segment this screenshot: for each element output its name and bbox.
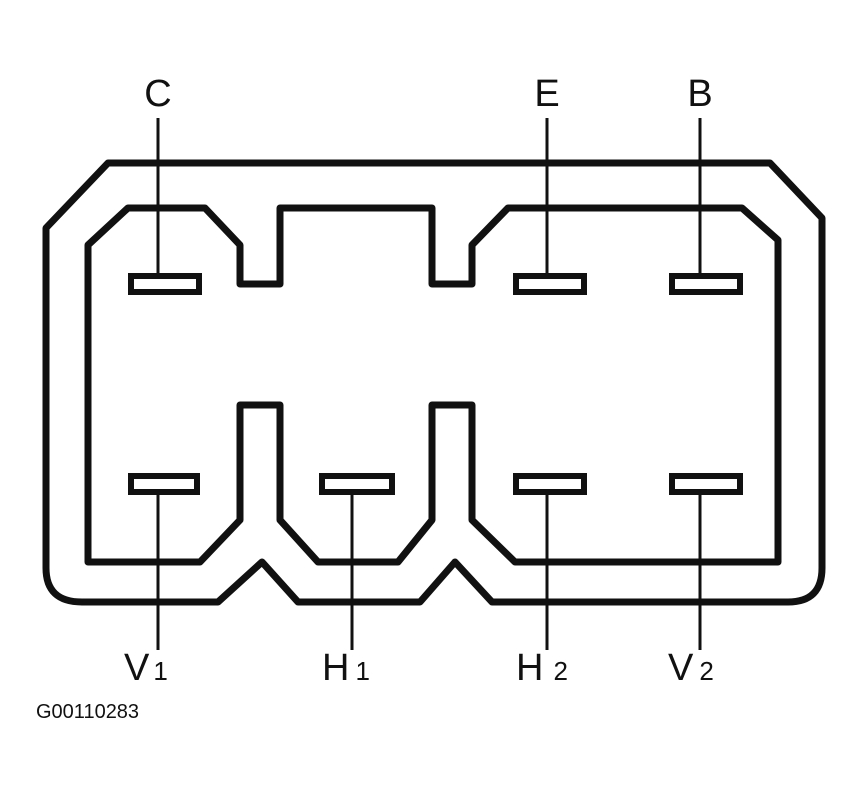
- pin-terminal-c: [128, 273, 202, 295]
- label-h1-sub: 1: [355, 656, 369, 686]
- label-b: B: [687, 73, 712, 115]
- pin-terminal-v1: [128, 473, 200, 495]
- label-v2-sub: 2: [699, 656, 713, 686]
- label-h2-main: H: [516, 647, 543, 689]
- label-v2-main: V: [668, 647, 694, 689]
- connector-outer-housing: [42, 159, 826, 606]
- pin-terminal-e: [513, 273, 587, 295]
- label-h2-sub: 2: [553, 656, 567, 686]
- figure-code: G00110283: [36, 701, 139, 723]
- pin-terminal-h2: [513, 473, 587, 495]
- connector-inner-cavity: [84, 204, 782, 566]
- pin-terminal-h1: [319, 473, 395, 495]
- label-c: C: [144, 73, 171, 115]
- label-e: E: [534, 73, 559, 115]
- pin-terminal-v2: [669, 473, 743, 495]
- label-v1-main: V: [124, 647, 150, 689]
- pin-terminal-b: [669, 273, 743, 295]
- label-v1-sub: 1: [153, 656, 167, 686]
- label-h1-main: H: [322, 647, 349, 689]
